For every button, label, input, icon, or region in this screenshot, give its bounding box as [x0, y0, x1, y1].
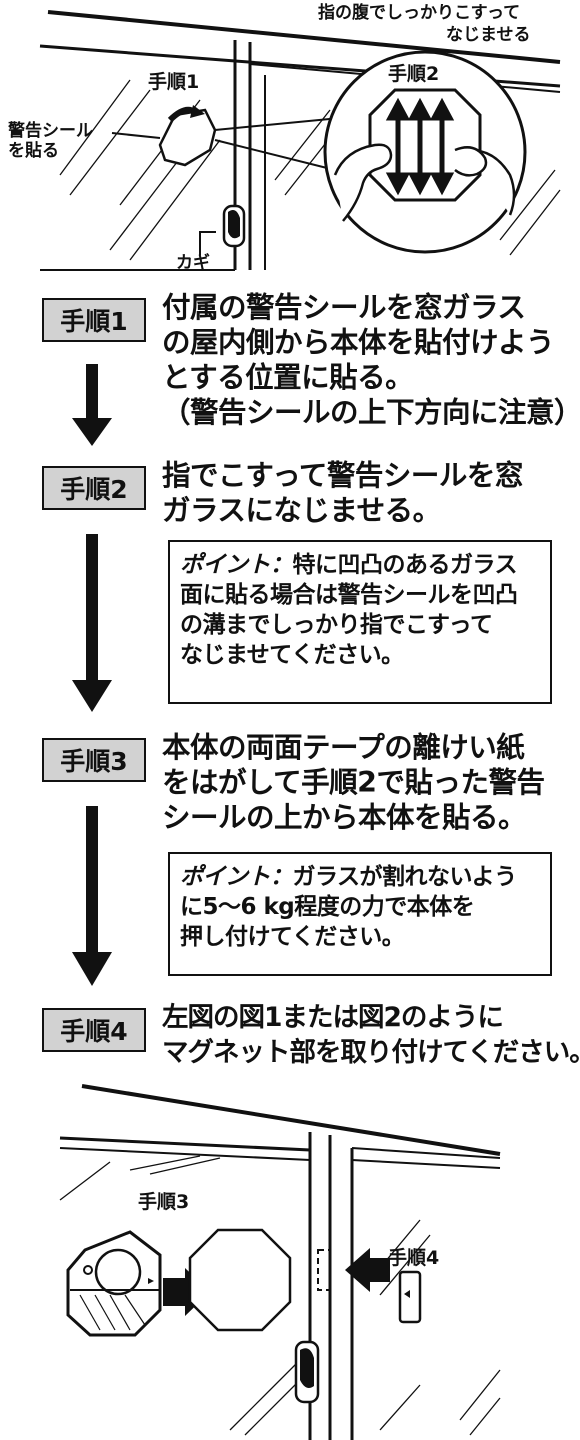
step4-badge: 手順4 [42, 1008, 146, 1052]
step1-text: 付属の警告シールを窓ガラス の屋内側から本体を貼付けよう とする位置に貼る。 （… [162, 290, 580, 430]
step3-line: 本体の両面テープの離けい紙 [162, 731, 525, 764]
step4-line: 左図の図1または図2のように [162, 1002, 504, 1033]
step2-badge: 手順2 [42, 466, 146, 510]
step1-line: とする位置に貼る。 [162, 361, 414, 394]
step1-line: （警告シールの上下方向に注意） [162, 396, 580, 429]
step3-point-title: ポイント： [180, 864, 293, 890]
step1-line: 付属の警告シールを窓ガラス [162, 291, 526, 324]
step2-point-line: 面に貼る場合は警告シールを凹凸 [180, 582, 518, 608]
arrow-3-shaft [86, 806, 98, 956]
step2-line: ガラスになじませる。 [162, 494, 441, 527]
step3-line: シールの上から本体を貼る。 [162, 801, 527, 834]
step3-point-line: 押し付けてください。 [180, 924, 405, 950]
arrow-3-head [72, 952, 112, 986]
step3-point-text: ガラスが割れないよう [292, 864, 518, 890]
step4-text: 左図の図1または図2のように マグネット部を取り付けてください。 [162, 1000, 580, 1070]
window-drawing-top [39, 10, 561, 271]
arrow-1-shaft [86, 364, 98, 422]
arrow-2-head [72, 680, 112, 712]
step2-point-line: なじませてください。 [180, 642, 404, 668]
step1-line: の屋内側から本体を貼付けよう [162, 326, 555, 359]
caption-line-2: なじませる [446, 25, 531, 45]
label-step4-bottom: 手順4 [388, 1247, 440, 1269]
step1-badge: 手順1 [42, 298, 146, 342]
label-step1: 手順1 [148, 71, 200, 93]
arrow-2-shaft [86, 534, 98, 684]
label-step2: 手順2 [388, 63, 440, 85]
window-drawing-bottom [59, 1084, 501, 1440]
step3-point-line: に5～6 kg程度の力で本体を [180, 894, 475, 920]
step3-badge: 手順3 [42, 738, 146, 782]
step2-point-line: ポイント：特に凹凸のあるガラス [180, 550, 540, 580]
step3-text: 本体の両面テープの離けい紙 をはがして手順2で貼った警告 シールの上から本体を貼… [162, 730, 574, 835]
step2-point-title: ポイント： [180, 552, 293, 578]
label-sticker-line-1: 警告シール [8, 121, 93, 141]
label-sticker-line-2: を貼る [8, 141, 59, 161]
step2-line: 指でこすって警告シールを窓 [162, 459, 523, 492]
step2-point-box: ポイント：特に凹凸のあるガラス 面に貼る場合は警告シールを凹凸 の溝までしっかり… [168, 540, 552, 704]
arrow-1-head [72, 418, 112, 446]
step3-point-line: ポイント：ガラスが割れないよう [180, 862, 540, 892]
step3-line: をはがして手順2で貼った警告 [162, 766, 545, 799]
step2-point-text: 特に凹凸のあるガラス [292, 552, 518, 578]
step2-text: 指でこすって警告シールを窓 ガラスになじませる。 [162, 458, 574, 528]
label-key: カギ [176, 253, 210, 273]
step2-point-line: の溝までしっかり指でこすって [180, 612, 493, 638]
caption-line-1: 指の腹でしっかりこすって [318, 3, 521, 23]
step4-line: マグネット部を取り付けてください。 [162, 1037, 580, 1068]
step3-point-box: ポイント：ガラスが割れないよう に5～6 kg程度の力で本体を 押し付けてくださ… [168, 852, 552, 976]
label-step3-bottom: 手順3 [138, 1191, 190, 1213]
